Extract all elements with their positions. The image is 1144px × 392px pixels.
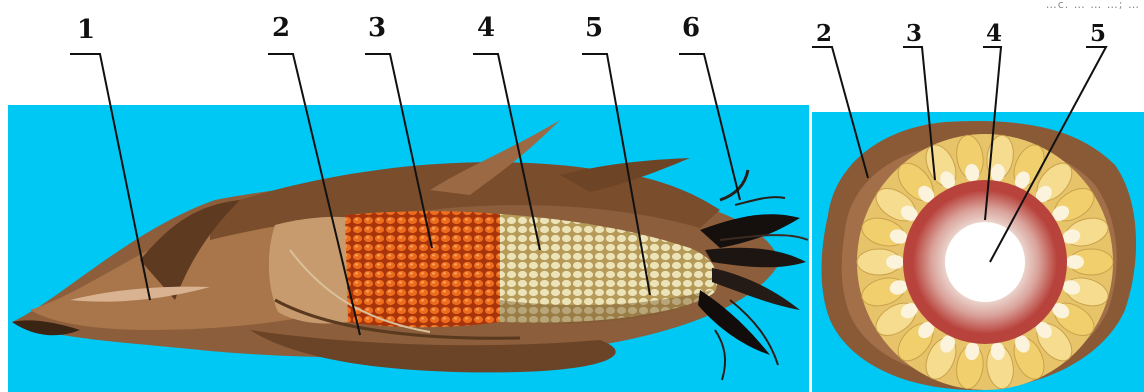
callout-number: 2 <box>810 20 838 48</box>
callout-number: 5 <box>580 14 608 42</box>
callout-number: 3 <box>900 20 928 48</box>
callout-number: 4 <box>980 20 1008 48</box>
right-photo-background <box>812 112 1144 392</box>
callout-number: 1 <box>72 16 100 44</box>
callout-number: 6 <box>677 14 705 42</box>
callout-number: 5 <box>1084 20 1112 48</box>
callout-number: 2 <box>267 14 295 42</box>
callout-number: 3 <box>363 14 391 42</box>
left-photo-background <box>8 105 809 392</box>
callout-number: 4 <box>472 14 500 42</box>
corner-caption-fragment: …с. … … …; … <box>1046 0 1140 11</box>
